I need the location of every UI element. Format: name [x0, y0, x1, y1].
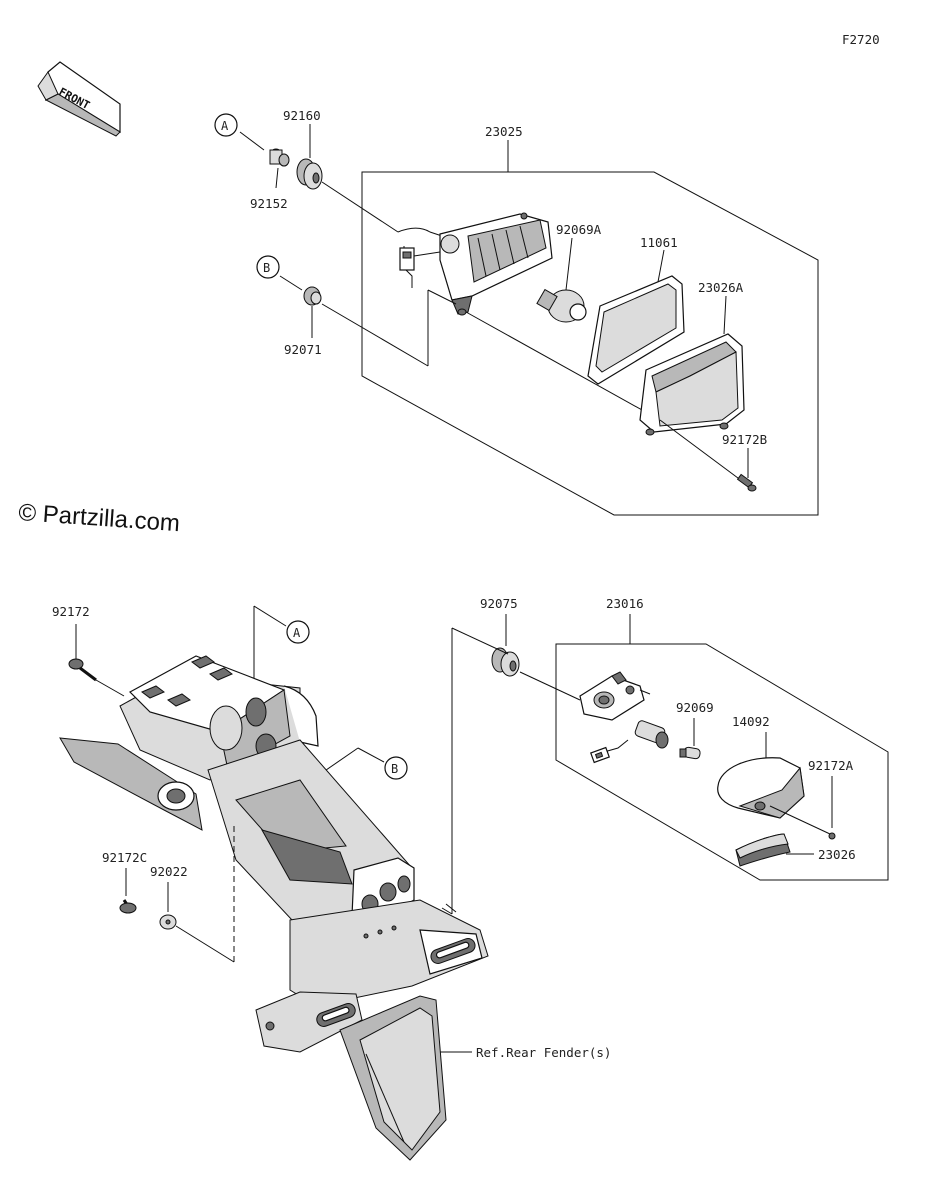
part-92075-grommet	[491, 647, 520, 677]
label-23016: 23016	[606, 596, 644, 611]
label-11061: 11061	[640, 235, 678, 250]
part-92071-grommet	[303, 286, 322, 306]
part-23026a-lens	[639, 333, 745, 436]
label-92172: 92172	[52, 604, 90, 619]
part-92172a-screw	[769, 805, 836, 840]
part-92022-washer	[159, 914, 177, 930]
callout-b-top-label: B	[263, 261, 270, 275]
label-23025: 23025	[485, 124, 523, 139]
part-11061-gasket	[587, 275, 685, 385]
label-14092: 14092	[732, 714, 770, 729]
label-92152: 92152	[250, 196, 288, 211]
label-92069: 92069	[676, 700, 714, 715]
label-92071: 92071	[284, 342, 322, 357]
part-92069a-bulb	[536, 288, 587, 323]
part-92172c-bolt	[119, 899, 137, 914]
group-frame-23025	[361, 171, 819, 516]
group-frame-23016	[555, 643, 889, 881]
part-92160-grommet	[296, 158, 323, 190]
callout-a-top: A	[214, 113, 265, 151]
part-14092-lens-cover	[717, 757, 805, 819]
callout-b-top: B	[256, 255, 303, 291]
label-92172c: 92172C	[102, 850, 147, 865]
label-92022: 92022	[150, 864, 188, 879]
part-rear-fender-bracket	[59, 655, 489, 1161]
part-92152-collar	[269, 148, 290, 167]
part-license-lamp-socket	[579, 671, 651, 721]
label-23026a: 23026A	[698, 280, 744, 295]
part-bulb-socket-wire	[590, 720, 669, 764]
front-arrow-icon: FRONT	[37, 61, 121, 137]
part-92069-bulb	[679, 746, 701, 760]
part-92172b-screw	[659, 419, 757, 492]
watermark: © Partzilla.com	[18, 499, 181, 537]
figure-code: F2720	[842, 32, 880, 47]
label-23026: 23026	[818, 847, 856, 862]
reference-note: Ref.Rear Fender(s)	[476, 1045, 611, 1060]
callout-b-bottom-label: B	[391, 762, 398, 776]
label-92172a: 92172A	[808, 758, 854, 773]
part-tail-light-housing	[397, 212, 553, 316]
callout-a-top-label: A	[221, 119, 229, 133]
callout-a-bottom-label: A	[293, 626, 301, 640]
label-92160: 92160	[283, 108, 321, 123]
label-92069a: 92069A	[556, 222, 602, 237]
callout-b-bottom: B	[299, 747, 408, 789]
label-92172b: 92172B	[722, 432, 767, 447]
label-92075: 92075	[480, 596, 518, 611]
part-23026-lens	[735, 833, 791, 867]
part-92172-bolt	[68, 658, 97, 682]
